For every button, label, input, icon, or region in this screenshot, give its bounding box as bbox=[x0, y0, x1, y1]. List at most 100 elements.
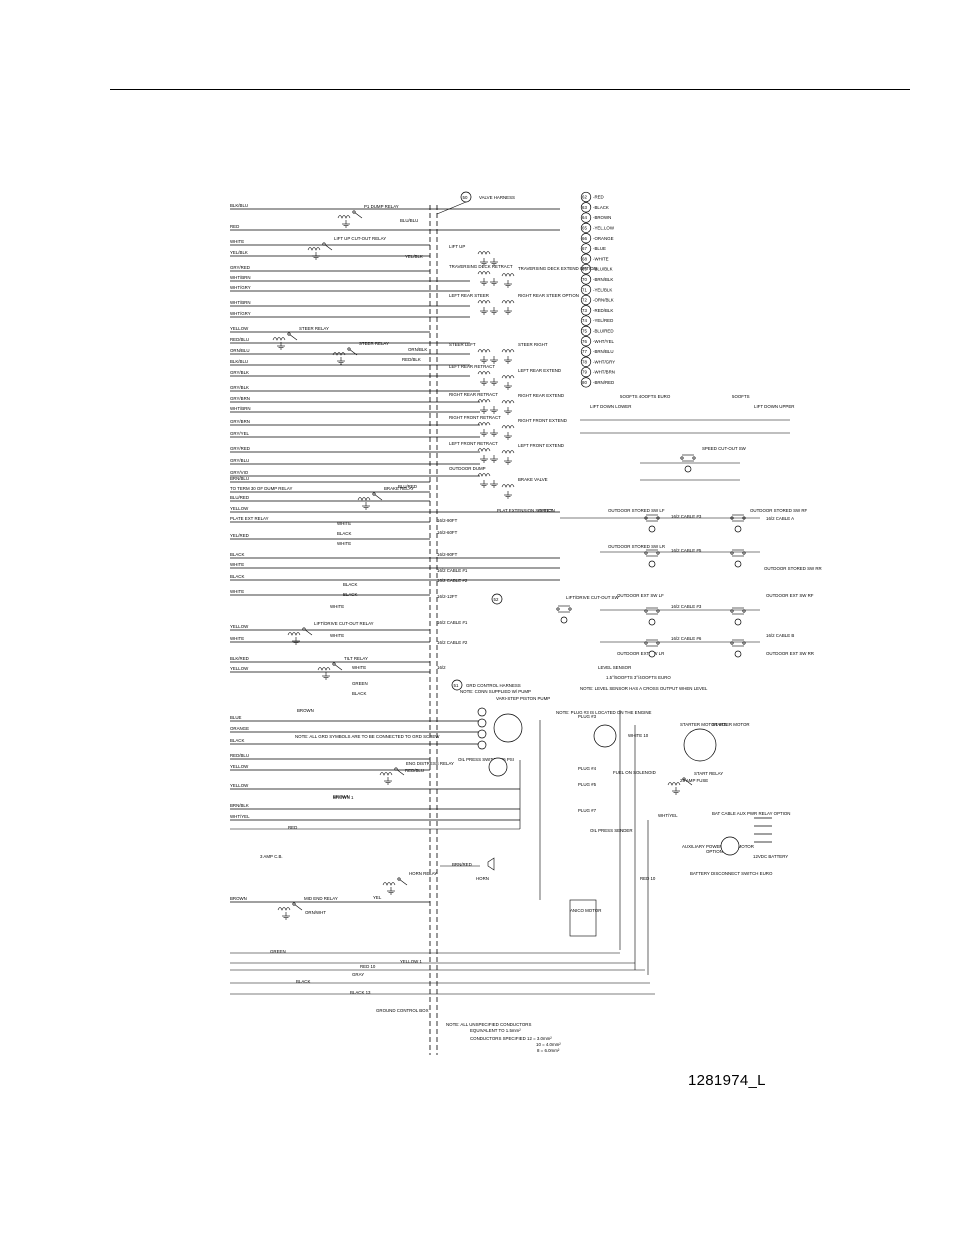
harness-wire-label-9: BLACK bbox=[343, 592, 357, 597]
component-label-11: FUEL ON SOLENOID bbox=[613, 770, 656, 775]
valve-left: LEFT REAR STEER bbox=[449, 293, 498, 315]
legend-item: 71-YEL/BLK bbox=[580, 284, 612, 295]
legend-item: 70-BRN/BLK bbox=[580, 274, 613, 285]
coil-symbol bbox=[477, 271, 491, 275]
component-label-7: PLUG #3 bbox=[578, 714, 597, 719]
wire-label-34: BLK/RED bbox=[230, 656, 249, 661]
valve-right-label-4: RIGHT REAR EXTEND bbox=[518, 393, 564, 398]
valve-left-label-2: LEFT REAR STEER bbox=[449, 293, 489, 298]
tag-52-num: 52 bbox=[494, 597, 499, 602]
coil-symbol bbox=[501, 300, 515, 304]
outdoor-switch-symbols bbox=[556, 419, 790, 658]
switch-label-4: 5OOFTS bbox=[732, 394, 750, 399]
legend-num: 78 bbox=[582, 359, 587, 364]
coil-symbol bbox=[477, 448, 491, 452]
cable-label-7: 16/2 CABLE #2 bbox=[437, 640, 468, 645]
valve-left-label-1: TRAVERSING DECK RETRACT bbox=[449, 264, 513, 269]
harness-wire-label-29: WHITE 10 bbox=[628, 733, 649, 738]
legend-label: -WHITE bbox=[593, 256, 609, 261]
cable-label-9: 16/2 CABLE #3 bbox=[671, 514, 702, 519]
component-label-9: PLUG #5 bbox=[578, 782, 597, 787]
wire-label-5: WHT/BRN bbox=[230, 275, 251, 280]
wire-label-21: GRY/VIO bbox=[230, 470, 249, 475]
legend-label: -BLU/BLK bbox=[593, 267, 613, 272]
harness-wire-label-18: ORN/WHT bbox=[305, 910, 326, 915]
switch-label-15: OUTDOOR EXT SW RR bbox=[766, 651, 814, 656]
coil-symbol bbox=[382, 882, 396, 886]
coil-symbol bbox=[477, 251, 491, 255]
component-label-1: VARI-STEP PISTON PUMP bbox=[496, 696, 550, 701]
wire-label-7: WHT/BRN bbox=[230, 300, 251, 305]
battery-symbol bbox=[754, 817, 772, 843]
valve-right: TRAVERSING DECK EXTEND OPTION bbox=[501, 266, 597, 288]
legend-label: -YEL/BLK bbox=[593, 287, 612, 292]
valve-harness-title: VALVE HARNESS bbox=[479, 195, 515, 200]
wire-label-15: GRY/BRN bbox=[230, 396, 250, 401]
switch-label-5: LIFT DOWN UPPER bbox=[754, 404, 794, 409]
legend-num: 80 bbox=[582, 380, 587, 385]
ground-symbol bbox=[337, 357, 345, 365]
wire-label-4: GRY/RED bbox=[230, 265, 250, 270]
switch-label-10: OUTDOOR STORED SW RR bbox=[764, 566, 822, 571]
legend-label: -YEL/RED bbox=[593, 318, 613, 323]
component-label-21: NOTE: ALL GRD SYMBOLS ARE TO BE CONNECTE… bbox=[295, 734, 440, 739]
relay-label-7: ENG DISTRESS RELAY bbox=[406, 761, 454, 766]
switch-label-13: OUTDOOR EXT SW RF bbox=[766, 593, 814, 598]
ground-symbol bbox=[480, 406, 488, 414]
wire-label-13: GRY/BLK bbox=[230, 370, 249, 375]
legend-num: 72 bbox=[582, 298, 587, 303]
valve-right: BRAKE VALVE bbox=[501, 477, 548, 499]
relay-label-5: LIFT/DRIVE CUT-OUT RELAY bbox=[314, 621, 374, 626]
wire-label-20: GRY/BLU bbox=[230, 458, 249, 463]
wire-label-33: WHITE bbox=[230, 636, 244, 641]
legend-item: 68-WHITE bbox=[580, 253, 609, 264]
legend-item: 67-BLUE bbox=[580, 243, 606, 254]
harness-wire-label-31: WHT/YEL bbox=[658, 813, 678, 818]
ground-symbol bbox=[504, 280, 512, 288]
valve-right: RIGHT REAR STEER OPTION bbox=[501, 293, 579, 315]
switch-label-16: LEVEL SENSOR bbox=[598, 665, 631, 670]
legend-item: 75-BLU/RED bbox=[580, 325, 614, 337]
harness-wire-label-22: GRAY bbox=[352, 972, 364, 977]
wire-label-6: WHT/GRY bbox=[230, 285, 251, 290]
relay: START RELAY bbox=[667, 771, 723, 795]
relay: STEER RELAY bbox=[272, 326, 329, 350]
relay: HORN RELAY bbox=[382, 871, 437, 895]
wire-label-9: YELLOW bbox=[230, 326, 249, 331]
ground-symbol bbox=[504, 382, 512, 390]
grd-control-harness-tag: 51 GRD CONTROL HARNESS bbox=[451, 679, 521, 691]
relay-label-8: HORN RELAY bbox=[409, 871, 437, 876]
switch-symbol bbox=[644, 639, 660, 658]
component-label-15: BAT CABLE AUX PWR RELAY OPTION bbox=[712, 811, 790, 816]
relay-label-2: STEER RELAY bbox=[299, 326, 329, 331]
valve-right: LEFT FRONT EXTEND bbox=[501, 443, 564, 465]
component-label-22: GROUND CONTROL BOX bbox=[376, 1008, 429, 1013]
valve-right: RIGHT FRONT EXTEND bbox=[501, 418, 567, 440]
cable-label-10: 16/2 CABLE #5 bbox=[671, 548, 702, 553]
valve-right: STEER RIGHT bbox=[501, 342, 548, 364]
ground-symbol bbox=[490, 480, 498, 488]
ground-symbol bbox=[480, 258, 488, 266]
relay-label-6: TILT RELAY bbox=[344, 656, 368, 661]
anico-motor-symbol bbox=[569, 899, 597, 937]
switch-symbol bbox=[730, 549, 746, 568]
coil-symbol bbox=[379, 772, 393, 776]
wire-label-14: GRY/BLK bbox=[230, 385, 249, 390]
ground-symbol bbox=[490, 258, 498, 266]
legend-num: 76 bbox=[582, 339, 587, 344]
grd-control-harness-num: 51 bbox=[454, 683, 459, 688]
legend-item: 79-WHT/BRN bbox=[580, 366, 615, 378]
harness-wire-label-11: WHITE bbox=[330, 633, 344, 638]
ground-symbol bbox=[490, 406, 498, 414]
legend-item: 72-ORN/BLK bbox=[580, 294, 614, 306]
switch-label-18: NOTE: LEVEL SENSOR HAS A CROSS OUTPUT WH… bbox=[580, 686, 708, 691]
wire-label-39: RED/BLU bbox=[230, 753, 249, 758]
legend-label: -WHT/BRN bbox=[593, 370, 615, 375]
relay: BRAKE RELAY bbox=[357, 486, 414, 510]
component-label-5: ANICO MOTOR bbox=[570, 908, 601, 913]
valve-right-label-2: STEER RIGHT bbox=[518, 342, 548, 347]
legend-num: 75 bbox=[582, 329, 587, 334]
ground-symbol bbox=[342, 220, 350, 228]
